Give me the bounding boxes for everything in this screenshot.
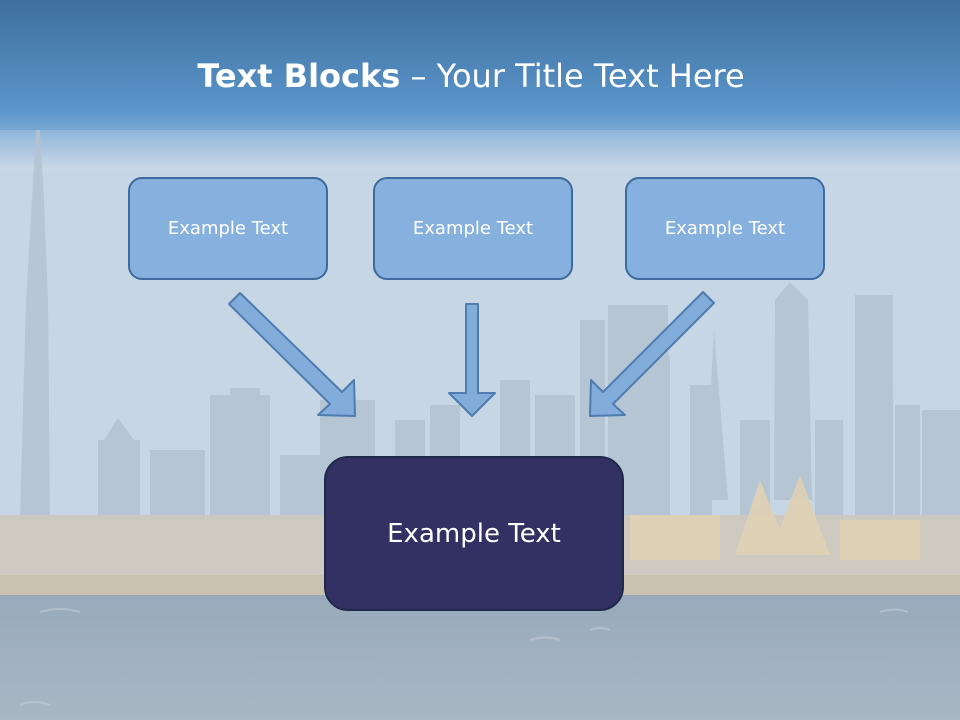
title-dash: –: [400, 57, 437, 95]
title-bold-part: Text Blocks: [197, 57, 401, 95]
slide-title: Text Blocks – Your Title Text Here: [0, 48, 942, 104]
text-block-1: Example Text: [128, 177, 328, 280]
arrow-left: [228, 292, 356, 417]
center-text-block: Example Text: [324, 456, 624, 611]
title-rest: Your Title Text Here: [436, 57, 745, 95]
text-block-2: Example Text: [373, 177, 573, 280]
arrow-middle: [448, 303, 496, 417]
text-block-3: Example Text: [625, 177, 825, 280]
arrow-right: [589, 291, 715, 417]
